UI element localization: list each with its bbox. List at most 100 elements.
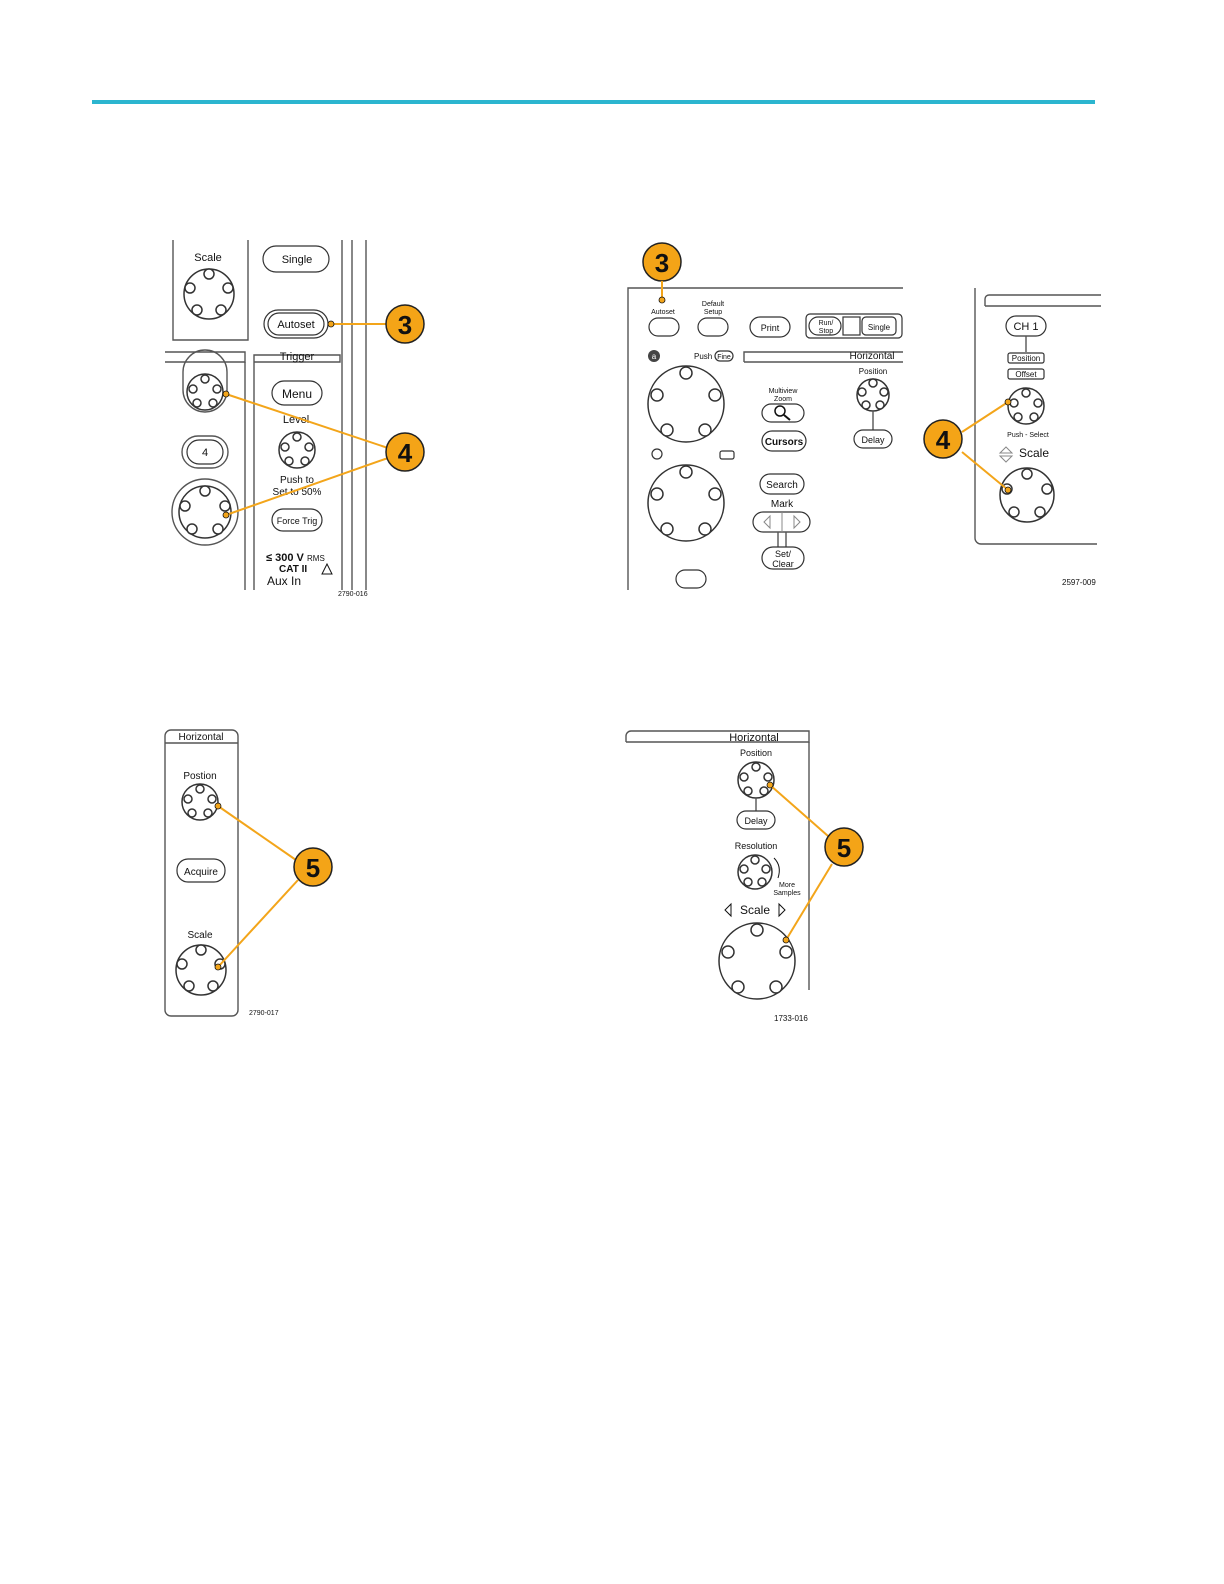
single-label: Single: [868, 323, 891, 332]
delay-label: Delay: [744, 816, 768, 826]
delay-label: Delay: [861, 435, 885, 445]
search-label: Search: [766, 480, 798, 491]
callout-3-number: 3: [398, 310, 412, 340]
multipurpose-a-knob[interactable]: [647, 365, 725, 443]
push-to-label: Push to: [280, 475, 314, 486]
position-label: Position: [859, 367, 887, 376]
ch1-label: CH 1: [1013, 321, 1038, 333]
single-button[interactable]: [861, 316, 897, 336]
zoom-button[interactable]: [761, 403, 805, 423]
svg-text:a: a: [652, 352, 657, 361]
offset-label: Offset: [1015, 370, 1037, 379]
callout-5-number: 5: [306, 853, 320, 883]
multiview-label-2: Zoom: [774, 396, 792, 403]
push-select-label: Push - Select: [1007, 432, 1049, 439]
horizontal-position-knob[interactable]: [856, 378, 890, 412]
scale-right-icon: [778, 902, 786, 918]
scale-label: Scale: [194, 252, 222, 264]
channel-4-label: 4: [202, 447, 208, 459]
channel-position-knob[interactable]: [186, 373, 224, 411]
callout-3-badge: [385, 304, 425, 344]
horizontal-scale-knob[interactable]: [718, 922, 796, 1000]
set-clear-button[interactable]: [761, 546, 805, 570]
magnifier-icon: [774, 405, 791, 421]
callout-4-badge: [923, 419, 963, 459]
default-setup-button[interactable]: [697, 317, 729, 337]
level-label: Level: [283, 414, 309, 426]
fine-button[interactable]: [714, 350, 734, 362]
delay-button[interactable]: [736, 810, 776, 830]
mark-prev-icon[interactable]: [763, 514, 771, 530]
menu-button[interactable]: [271, 380, 323, 406]
figure-3-id: 2597-009: [1062, 578, 1096, 587]
trigger-label: Trigger: [280, 351, 315, 363]
horizontal-position-knob[interactable]: [737, 761, 775, 799]
print-label: Print: [761, 323, 780, 333]
warning-icon: [321, 562, 333, 575]
figure-5-id: 1733-016: [774, 1014, 808, 1023]
ch1-scale-knob[interactable]: [999, 467, 1055, 523]
rms-label: RMS: [307, 554, 325, 563]
single-button[interactable]: [262, 245, 330, 273]
level-knob[interactable]: [278, 431, 316, 469]
figure-4: Horizontal Postion Acquire Scale 2790-01…: [164, 729, 333, 1017]
search-button[interactable]: [759, 473, 805, 495]
callout-3-number: 3: [655, 248, 669, 278]
scale-knob[interactable]: [183, 268, 235, 320]
default-setup-label-2: Setup: [704, 309, 722, 316]
force-trig-label: Force Trig: [277, 516, 318, 526]
force-trig-button[interactable]: [271, 508, 323, 532]
indicator-light: [651, 448, 663, 460]
position-label: Postion: [183, 771, 216, 782]
voltage-label: ≤ 300 V: [266, 552, 305, 564]
set-clear-label-2: Clear: [772, 559, 794, 569]
more-samples-label-2: Samples: [773, 890, 801, 897]
figure-5: Horizontal Position Delay Resolution Mor…: [625, 730, 864, 1023]
resolution-label: Resolution: [735, 841, 778, 851]
run-stop-label-1: Run/: [819, 320, 834, 327]
up-down-icon: [998, 446, 1014, 463]
scale-label: Scale: [740, 903, 770, 917]
print-button[interactable]: [749, 316, 791, 338]
set-to-label: Set to 50%: [273, 487, 322, 498]
resolution-knob[interactable]: [737, 854, 773, 890]
small-button[interactable]: [719, 450, 735, 460]
run-stop-button[interactable]: [808, 316, 842, 336]
menu-off-button[interactable]: [675, 569, 707, 589]
callout-5-badge: [293, 847, 333, 887]
autoset-button[interactable]: [648, 317, 680, 337]
delay-button[interactable]: [853, 429, 893, 449]
scale-label: Scale: [1019, 446, 1049, 460]
horizontal-label: Horizontal: [729, 732, 779, 744]
channel-scale-knob[interactable]: [178, 485, 232, 539]
more-samples-label-1: More: [779, 882, 795, 889]
acquire-button[interactable]: [176, 858, 226, 883]
autoset-label: Autoset: [651, 309, 675, 316]
multipurpose-b-knob[interactable]: [647, 464, 725, 542]
figure-2: 3 Autoset Default Setup Print Run/ Stop …: [627, 242, 903, 590]
mark-next-icon[interactable]: [793, 514, 801, 530]
horizontal-position-knob[interactable]: [181, 783, 219, 821]
channel-4-button[interactable]: [186, 439, 224, 465]
callout-4-badge: [385, 432, 425, 472]
autoset-label: Autoset: [277, 319, 314, 331]
acquire-label: Acquire: [184, 867, 218, 878]
autoset-button[interactable]: [267, 312, 325, 336]
set-clear-label-1: Set/: [775, 549, 792, 559]
horizontal-label: Horizontal: [849, 351, 894, 362]
ch1-position-knob[interactable]: [1007, 387, 1045, 425]
scale-label: Scale: [187, 930, 212, 941]
position-label: Position: [740, 748, 772, 758]
cursors-button[interactable]: [761, 430, 807, 452]
figure-4-id: 2790-017: [249, 1010, 279, 1017]
callout-4-number: 4: [936, 425, 951, 455]
position-label: Position: [1012, 354, 1040, 363]
cursors-label: Cursors: [765, 437, 804, 448]
callout-5-number: 5: [837, 833, 851, 863]
default-setup-label-1: Default: [702, 301, 724, 308]
fine-label: Fine: [717, 354, 731, 361]
header-rule: [92, 100, 1095, 104]
push-label: Push: [694, 352, 712, 361]
figure-1: Scale Single Autoset Trigger 4: [165, 240, 425, 598]
